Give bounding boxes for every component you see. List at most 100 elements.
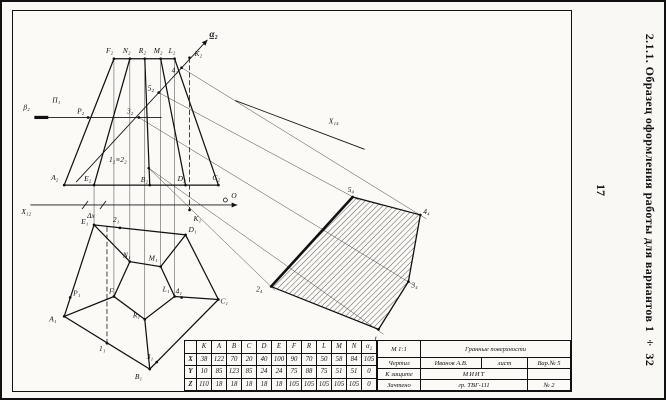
coord-value-cell: 0 [361, 365, 377, 379]
point-dot [62, 183, 66, 187]
coord-value-cell: 123 [226, 365, 242, 379]
coord-column-header: C [241, 340, 257, 354]
point-dot [112, 57, 116, 61]
point-label: 4₂ [172, 66, 179, 75]
drew-name: Иванов А.В. [420, 357, 482, 369]
point-label: B₁ [135, 372, 143, 381]
coord-value-cell: 85 [241, 365, 257, 379]
point-dot [137, 116, 141, 119]
point-label: N₁ [122, 251, 131, 260]
coord-value-cell: 105 [331, 377, 347, 391]
point-dot [128, 260, 132, 264]
point-dot [217, 183, 220, 187]
point-dot [180, 66, 183, 70]
alpha-trace [75, 39, 208, 183]
point-label: 3₁ [146, 352, 154, 361]
point-label: R₁ [132, 310, 141, 319]
point-dot [143, 57, 147, 61]
axis-x14 [235, 100, 365, 150]
point-label: F₂ [105, 46, 114, 55]
plan-view [63, 224, 220, 370]
point-label: 2₁ [113, 215, 120, 224]
point-label: 3₄ [410, 281, 418, 290]
empty-cell [527, 368, 571, 380]
point-dot [184, 233, 187, 237]
coord-value-cell: 18 [256, 377, 272, 391]
coord-value-cell: 85 [211, 365, 227, 379]
point-label: B₂ [141, 175, 149, 184]
point-dot [92, 183, 96, 187]
scale-label: М 1:1 [377, 340, 421, 358]
coord-value-cell: 51 [331, 365, 347, 379]
title-block: М 1:1 Гранные поверхности Чертил Иванов … [377, 340, 571, 391]
front-view [63, 58, 220, 186]
coord-row-label: Z [184, 377, 197, 391]
point-label: A₁ [48, 314, 57, 323]
point-label: N₂ [122, 46, 131, 55]
coord-value-cell: 18 [271, 377, 287, 391]
defense-label: К защите [377, 368, 421, 380]
coord-value-cell: 110 [196, 377, 212, 391]
point-dot [188, 56, 191, 60]
point-label: L₁ [162, 285, 170, 294]
point-dot [105, 341, 109, 345]
coord-column-header: D [256, 340, 272, 354]
point-label: D₁ [188, 225, 197, 234]
point-dot [159, 265, 163, 268]
point-dot [148, 367, 152, 371]
point-label: L₂ [168, 46, 176, 55]
point-dot [159, 57, 163, 61]
coord-value-cell: 70 [301, 352, 317, 366]
page-number: 17 [594, 184, 608, 196]
point-label: 1₄ [374, 334, 381, 343]
coord-value-cell: 40 [256, 352, 272, 366]
point-dot [86, 116, 90, 119]
point-dot [118, 226, 122, 230]
point-label: A₂ [50, 173, 59, 182]
point-label: 1₁ [99, 344, 106, 353]
point-label: X₁₂ [20, 207, 31, 216]
point-label: 4₁ [176, 287, 183, 296]
point-dot [68, 296, 72, 299]
passed-label: Зачтено [377, 379, 421, 391]
point-dot [407, 280, 410, 283]
point-dot [184, 183, 187, 187]
coord-value-cell: 105 [361, 352, 377, 366]
point-label: Π₁ [51, 96, 60, 105]
point-dot [188, 208, 191, 212]
point-label: P₁ [72, 289, 81, 298]
point-label: X₁₄ [328, 116, 339, 125]
coord-value-cell: 18 [226, 377, 242, 391]
coord-row-label: X [184, 352, 197, 366]
coord-value-cell: 70 [226, 352, 242, 366]
point-label: O [231, 191, 237, 200]
point-dot [143, 318, 147, 321]
point-dot [269, 285, 273, 288]
point-label: K₂ [194, 49, 203, 58]
coord-value-cell: 18 [241, 377, 257, 391]
coord-value-cell: 75 [286, 365, 302, 379]
drew-label: Чертил [377, 357, 421, 369]
point-label: β₂ [22, 102, 30, 111]
point-dot [112, 295, 116, 298]
point-label: 2₄ [256, 285, 263, 294]
coord-value-cell: 0 [361, 377, 377, 391]
point-label: C₂ [212, 173, 220, 182]
coord-value-cell: 24 [256, 365, 272, 379]
coord-column-header: A [211, 340, 227, 354]
point-label: α₂ [209, 30, 218, 40]
section-polygon [270, 196, 422, 331]
coord-value-cell: 20 [241, 352, 257, 366]
coord-column-header: M [331, 340, 347, 354]
coord-column-header: N [346, 340, 362, 354]
point-label: C₁ [220, 296, 228, 305]
delta-x-tick [99, 200, 107, 210]
coord-value-cell: 100 [271, 352, 287, 366]
